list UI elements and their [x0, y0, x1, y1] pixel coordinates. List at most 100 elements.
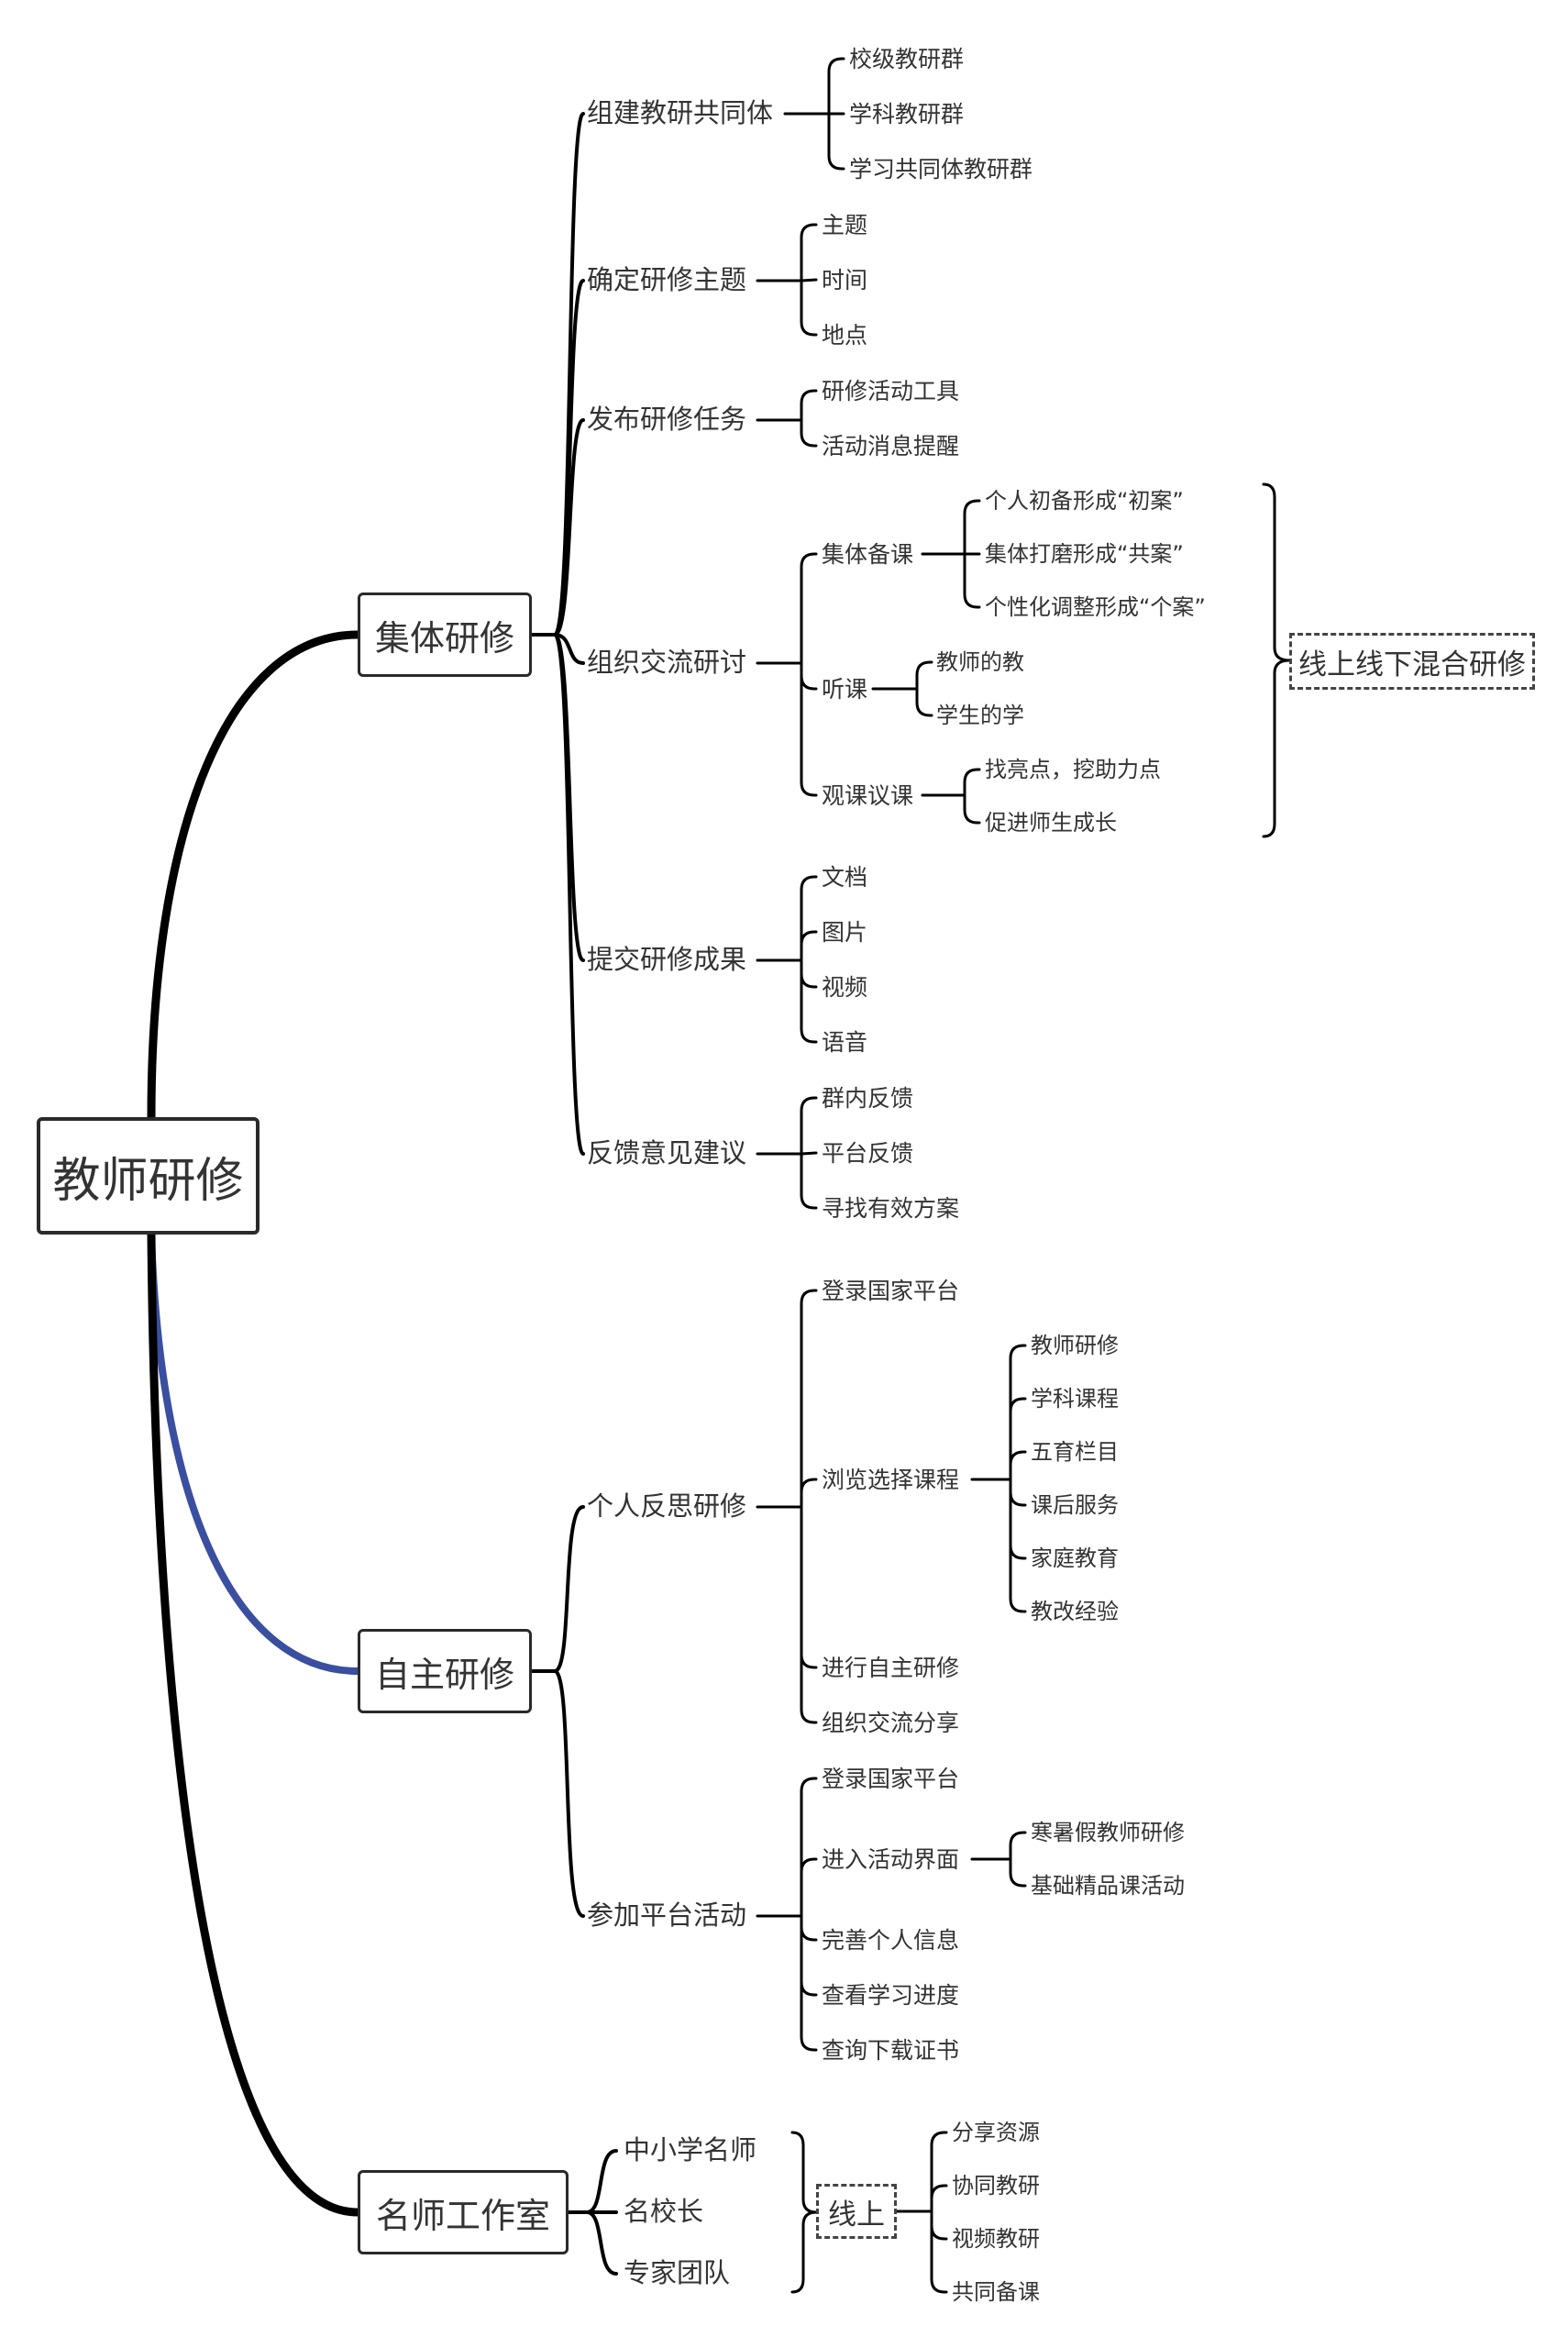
leaf-results-2[interactable]: 图片: [822, 919, 868, 946]
results-fan-link-0: [800, 875, 818, 962]
leaf-observe-1[interactable]: 找亮点，挖助力点: [985, 757, 1161, 782]
prep-fan-link-2: [963, 552, 981, 609]
studio-activity-2[interactable]: 协同教研: [952, 2173, 1040, 2198]
branch-collective[interactable]: 集体研修: [358, 593, 532, 677]
leaf-feedback-2[interactable]: 平台反馈: [822, 1140, 914, 1167]
node-reflect[interactable]: 个人反思研修: [587, 1490, 747, 1522]
studio-link-2: [585, 2210, 618, 2276]
feedback-fan-link-0: [800, 1096, 818, 1156]
collective-link-5: [553, 633, 585, 1156]
node-reflect-browse[interactable]: 浏览选择课程: [822, 1467, 960, 1493]
leaf-community-2[interactable]: 学科教研群: [849, 101, 965, 127]
listen-fan-link-1: [915, 687, 933, 717]
leaf-community-1[interactable]: 校级教研群: [849, 46, 965, 72]
branch-self[interactable]: 自主研修: [358, 1629, 532, 1713]
mixed-brace: [1262, 482, 1290, 838]
topic-fan-link-0: [800, 223, 818, 282]
results-fan-link-3: [800, 958, 818, 1044]
leaf-listen-1[interactable]: 教师的教: [936, 649, 1024, 675]
leaf-enter-1[interactable]: 寒暑假教师研修: [1031, 1820, 1185, 1845]
leaf-feedback-3[interactable]: 寻找有效方案: [822, 1195, 960, 1222]
node-task[interactable]: 发布研修任务: [587, 404, 747, 435]
studio-member-3[interactable]: 专家团队: [624, 2257, 731, 2288]
node-platform-cert[interactable]: 查询下载证书: [822, 2037, 960, 2064]
enter-fan-link-0: [1009, 1831, 1027, 1861]
node-prep[interactable]: 集体备课: [822, 541, 914, 568]
reflect-fan-link-2: [800, 1505, 818, 1669]
branch-studio[interactable]: 名师工作室: [358, 2170, 569, 2254]
leaf-feedback-1[interactable]: 群内反馈: [822, 1085, 914, 1112]
reflect-fan-link-1: [800, 1478, 818, 1509]
leaf-topic-3[interactable]: 地点: [822, 322, 868, 349]
self-link-0: [553, 1505, 585, 1673]
root-node[interactable]: 教师研修: [37, 1117, 259, 1235]
online-box[interactable]: 线上: [816, 2184, 897, 2239]
studio-activity-4[interactable]: 共同备课: [952, 2279, 1040, 2305]
results-fan-link-2: [800, 958, 818, 989]
platform-fan-link-2: [800, 1914, 818, 1942]
leaf-enter-2[interactable]: 基础精品课活动: [1031, 1873, 1185, 1899]
leaf-browse-2[interactable]: 学科课程: [1031, 1386, 1119, 1412]
node-reflect-share[interactable]: 组织交流分享: [822, 1710, 960, 1736]
leaf-task-2[interactable]: 活动消息提醒: [822, 433, 960, 460]
leaf-prep-3[interactable]: 个性化调整形成“个案”: [985, 594, 1206, 620]
studio-member-2[interactable]: 名校长: [624, 2196, 704, 2227]
results-fan-link-1: [800, 930, 818, 962]
root-link-collective: [147, 630, 362, 1122]
leaf-browse-4[interactable]: 课后服务: [1031, 1492, 1119, 1518]
leaf-browse-1[interactable]: 教师研修: [1031, 1333, 1119, 1358]
topic-fan-link-1: [800, 278, 818, 282]
leaf-prep-1[interactable]: 个人初备形成“初案”: [985, 488, 1184, 514]
leaf-results-3[interactable]: 视频: [822, 974, 868, 1001]
leaf-results-4[interactable]: 语音: [822, 1029, 868, 1056]
node-exchange[interactable]: 组织交流研讨: [587, 647, 747, 678]
studio-member-1[interactable]: 中小学名师: [624, 2134, 757, 2165]
leaf-task-1[interactable]: 研修活动工具: [822, 378, 960, 404]
leaf-browse-3[interactable]: 五育栏目: [1031, 1439, 1119, 1465]
node-topic[interactable]: 确定研修主题: [587, 264, 747, 295]
leaf-topic-1[interactable]: 主题: [822, 212, 868, 238]
exchange-fan-link-1: [800, 661, 818, 691]
node-reflect-login[interactable]: 登录国家平台: [822, 1278, 960, 1304]
platform-fan-link-1: [800, 1857, 818, 1918]
browse-fan-link-2: [1009, 1450, 1027, 1481]
leaf-observe-2[interactable]: 促进师生成长: [985, 810, 1117, 836]
node-feedback[interactable]: 反馈意见建议: [587, 1137, 747, 1168]
browse-fan-link-3: [1009, 1478, 1027, 1507]
node-reflect-study[interactable]: 进行自主研修: [822, 1655, 960, 1681]
node-platform-enter[interactable]: 进入活动界面: [822, 1846, 960, 1873]
leaf-prep-2[interactable]: 集体打磨形成“共案”: [985, 541, 1184, 567]
node-platform-progress[interactable]: 查看学习进度: [822, 1982, 960, 2009]
feedback-fan-link-2: [800, 1152, 818, 1210]
node-community[interactable]: 组建教研共同体: [587, 97, 774, 128]
collective-link-3: [553, 633, 585, 665]
node-platform-info[interactable]: 完善个人信息: [822, 1927, 960, 1954]
task-fan-link-0: [800, 389, 818, 422]
browse-fan-link-5: [1009, 1478, 1027, 1613]
node-results[interactable]: 提交研修成果: [587, 944, 747, 975]
community-fan-link-0: [827, 57, 845, 116]
reflect-fan-link-0: [800, 1289, 818, 1509]
platform-fan-link-4: [800, 1914, 818, 2052]
mixed-mode-box[interactable]: 线上线下混合研修: [1289, 633, 1535, 690]
platform-fan-link-0: [800, 1777, 818, 1918]
community-fan-link-2: [827, 112, 845, 171]
node-platform-login[interactable]: 登录国家平台: [822, 1766, 960, 1792]
node-listen[interactable]: 听课: [822, 676, 868, 703]
leaf-listen-2[interactable]: 学生的学: [936, 703, 1024, 728]
browse-fan-link-4: [1009, 1478, 1027, 1560]
node-observe[interactable]: 观课议课: [822, 782, 914, 809]
leaf-browse-6[interactable]: 教改经验: [1031, 1599, 1119, 1624]
browse-fan-link-0: [1009, 1344, 1027, 1481]
online-fan-link-2: [930, 2210, 948, 2241]
studio-activity-1[interactable]: 分享资源: [952, 2120, 1040, 2145]
leaf-community-3[interactable]: 学习共同体教研群: [849, 156, 1033, 183]
leaf-browse-5[interactable]: 家庭教育: [1031, 1545, 1119, 1571]
leaf-results-1[interactable]: 文档: [822, 864, 868, 891]
studio-activity-3[interactable]: 视频教研: [952, 2226, 1040, 2252]
leaf-topic-2[interactable]: 时间: [822, 267, 868, 294]
studio-link-0: [585, 2149, 618, 2214]
node-platform[interactable]: 参加平台活动: [587, 1899, 747, 1931]
